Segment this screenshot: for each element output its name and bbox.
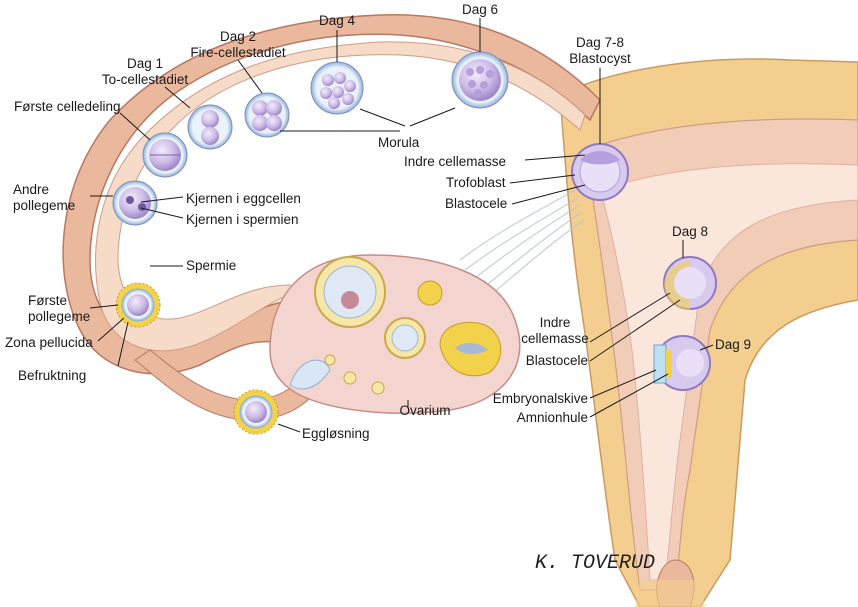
label-dag8: Dag 8 xyxy=(672,224,708,239)
label-blastocele: Blastocele xyxy=(445,196,507,211)
label-dag4: Dag 4 xyxy=(319,13,356,28)
label-zona-pellucida: Zona pellucida xyxy=(5,335,93,350)
cell-day9 xyxy=(653,335,711,391)
label-morula: Morula xyxy=(378,135,420,150)
label-trofoblast: Trofoblast xyxy=(446,175,506,190)
cell-two-cell xyxy=(187,104,233,150)
label-dag1: Dag 1 xyxy=(127,56,163,71)
label-forste: Første xyxy=(28,293,67,308)
label-indre-cellemasse: Indre cellemasse xyxy=(404,154,506,169)
label-andre: Andre xyxy=(13,182,49,197)
uterus xyxy=(559,58,858,607)
label-egglosning: Eggløsning xyxy=(302,426,370,441)
cell-fertilization xyxy=(115,282,161,328)
label-to-cellestadiet: To-cellestadiet xyxy=(102,72,189,87)
label-blastocele-2: Blastocele xyxy=(526,353,588,368)
label-dag78: Dag 7-8 xyxy=(576,35,624,50)
leader-lines xyxy=(89,18,714,433)
cell-four-cell xyxy=(244,92,290,138)
label-cellemasse: cellemasse xyxy=(521,331,589,346)
cell-first-division xyxy=(142,132,188,178)
cell-day8 xyxy=(663,256,717,310)
cell-morula-day6 xyxy=(451,51,509,109)
fimbriae xyxy=(459,189,585,301)
label-dag6: Dag 6 xyxy=(462,2,498,17)
label-blastocyst: Blastocyst xyxy=(569,51,631,66)
label-dag9: Dag 9 xyxy=(715,337,751,352)
artist-signature: K. TOVERUD xyxy=(535,552,655,575)
label-pollegeme: pollegeme xyxy=(13,198,75,213)
ovary xyxy=(269,254,521,414)
label-fire-cellestadiet: Fire-cellestadiet xyxy=(190,45,286,60)
label-spermie: Spermie xyxy=(186,258,236,273)
label-befruktning: Befruktning xyxy=(18,368,86,383)
cell-pronuclei xyxy=(112,180,158,226)
label-forste-celledeling: Første celledeling xyxy=(14,99,121,114)
labels: Dag 1 To-cellestadiet Dag 2 Fire-cellest… xyxy=(5,2,751,441)
cell-blastocyst xyxy=(571,143,629,201)
label-amnionhule: Amnionhule xyxy=(517,410,588,425)
label-indre: Indre xyxy=(540,315,571,330)
label-embryonalskive: Embryonalskive xyxy=(493,391,588,406)
label-kjernen-eggcellen: Kjernen i eggcellen xyxy=(186,191,301,206)
label-ovarium: Ovarium xyxy=(399,403,450,418)
label-pollegeme-2: pollegeme xyxy=(28,309,90,324)
label-dag2: Dag 2 xyxy=(220,29,256,44)
cell-ovulated-egg xyxy=(233,389,279,435)
cell-morula-day4 xyxy=(310,61,364,115)
label-kjernen-spermien: Kjernen i spermien xyxy=(186,212,299,227)
